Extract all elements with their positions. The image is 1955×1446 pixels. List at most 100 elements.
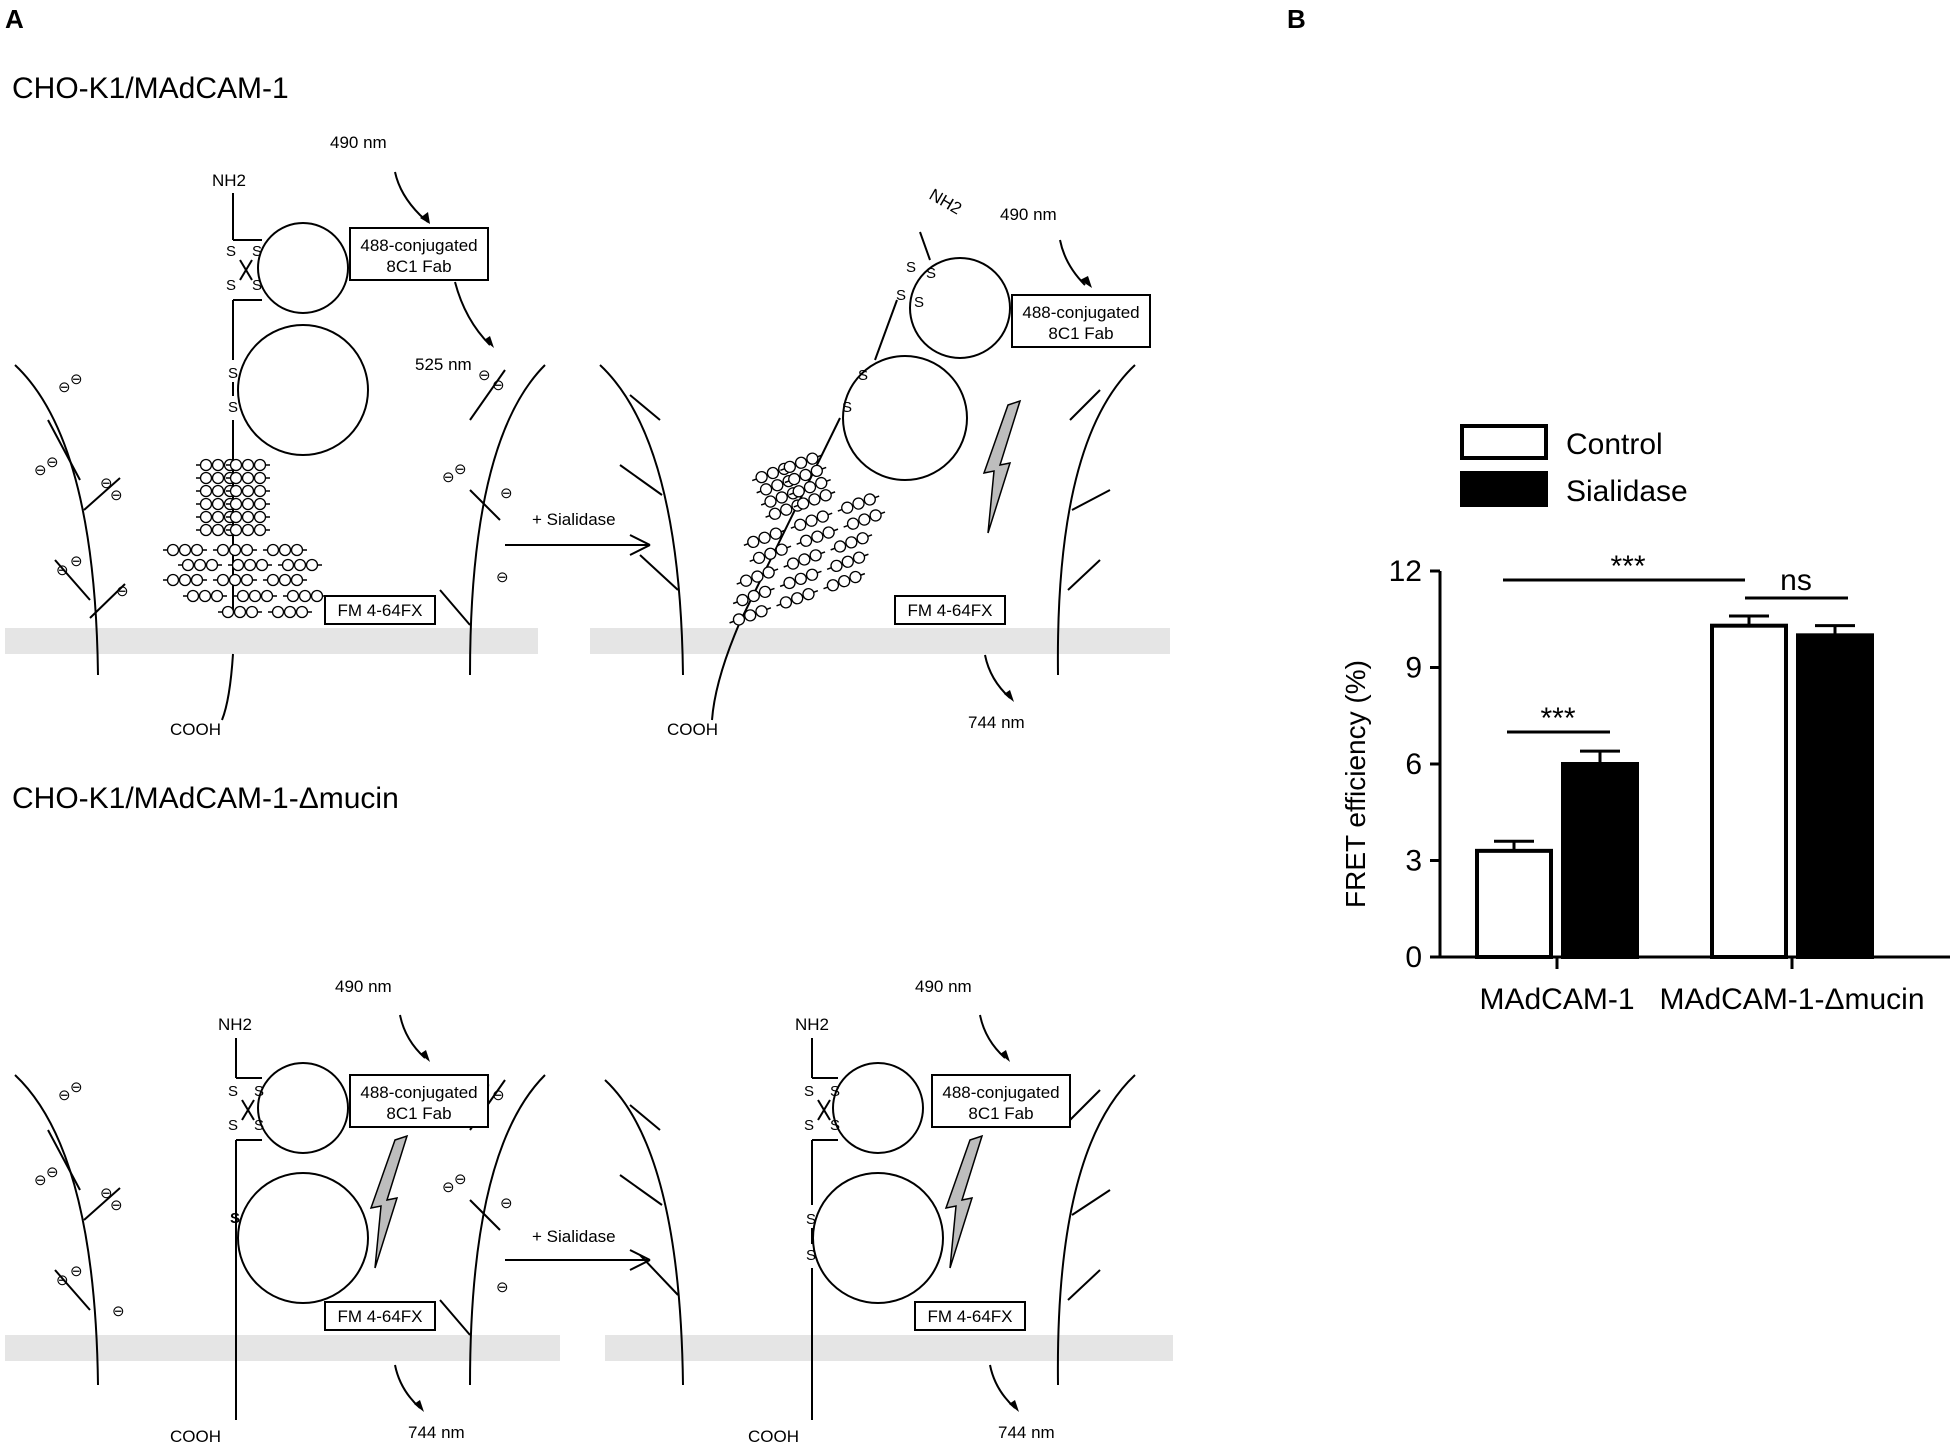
fab-label-line2: 8C1 Fab xyxy=(968,1104,1033,1123)
acceptor-label: FM 4-64FX xyxy=(337,1307,422,1326)
sulfur: S xyxy=(252,243,262,260)
charge: ⊖ xyxy=(46,454,59,471)
mechanism-diagram: CHO-K1/MAdCAM-1 CHO-K1/MAdCAM-1-Δmucin ⊖… xyxy=(5,72,1173,1446)
fab-label-line1: 488-conjugated xyxy=(942,1083,1059,1102)
y-tick-label: 3 xyxy=(1405,845,1422,878)
sulfur: S xyxy=(226,243,236,260)
scene-bottom-after: NH2 490 nm 488-conjugated 8C1 Fab S S S … xyxy=(604,977,1136,1446)
charge: ⊖ xyxy=(496,1279,509,1296)
sulfur: S xyxy=(252,277,262,294)
cooh-label: COOH xyxy=(667,720,718,739)
sulfur: S xyxy=(830,1117,840,1134)
y-axis-label: FRET efficiency (%) xyxy=(1340,660,1371,908)
x-axis: MAdCAM-1 MAdCAM-1-Δmucin xyxy=(1440,955,1950,1016)
nh2-label: NH2 xyxy=(218,1015,252,1034)
legend-label-sialidase: Sialidase xyxy=(1566,475,1688,508)
legend-swatch-sialidase xyxy=(1460,471,1548,507)
charge: ⊖ xyxy=(496,569,509,586)
scene-top-before: ⊖ ⊖ ⊖ ⊖ ⊖ ⊖ ⊖ ⊖ ⊖ ⊖ ⊖ ⊖ ⊖ ⊖ ⊖ NH2 490 nm… xyxy=(14,133,546,739)
sulfur: S xyxy=(228,1083,238,1100)
legend-label-control: Control xyxy=(1566,428,1663,461)
top-title: CHO-K1/MAdCAM-1 xyxy=(12,72,289,105)
bar-sialidase-1 xyxy=(1561,762,1639,959)
y-tick-label: 12 xyxy=(1389,555,1422,588)
membrane-bottom-left xyxy=(5,1335,560,1361)
sulfur: S xyxy=(228,365,238,382)
acceptor-label: FM 4-64FX xyxy=(927,1307,1012,1326)
y-tick-label: 6 xyxy=(1405,748,1422,781)
bars xyxy=(1475,614,1874,960)
sulfur: S xyxy=(228,1117,238,1134)
x-tick-label: MAdCAM-1-Δmucin xyxy=(1659,983,1924,1016)
charge: ⊖ xyxy=(34,462,47,479)
bar-control-2 xyxy=(1710,623,1788,960)
sulfur: S xyxy=(804,1117,814,1134)
excitation-label: 490 nm xyxy=(915,977,972,996)
fab-label-line1: 488-conjugated xyxy=(360,236,477,255)
sulfur: S xyxy=(830,1083,840,1100)
donor-emission-label: 525 nm xyxy=(415,355,472,374)
significance-annotations: ******ns xyxy=(1503,550,1848,735)
charge: ⊖ xyxy=(100,475,113,492)
excitation-label: 490 nm xyxy=(1000,205,1057,224)
sulfur: S xyxy=(858,367,868,384)
cooh-label: COOH xyxy=(170,720,221,739)
nh2-label: NH2 xyxy=(926,185,965,218)
scene-bottom-before: ⊖ ⊖ ⊖ ⊖ ⊖ ⊖ ⊖ ⊖ ⊖ ⊖ ⊖ ⊖ ⊖ ⊖ ⊖ NH2 490 nm… xyxy=(14,977,546,1446)
nh2-label: NH2 xyxy=(795,1015,829,1034)
charge: ⊖ xyxy=(492,377,505,394)
sulfur: S xyxy=(254,1117,264,1134)
fab-label-line1: 488-conjugated xyxy=(1022,303,1139,322)
sulfur: S xyxy=(806,1247,816,1264)
treatment-label-bottom: + Sialidase xyxy=(532,1227,616,1246)
membrane-bottom-right xyxy=(605,1335,1173,1361)
nh2-label: NH2 xyxy=(212,171,246,190)
sulfur: S xyxy=(228,399,238,416)
sulfur: S xyxy=(926,265,936,282)
bar-sialidase-2 xyxy=(1796,633,1874,959)
charge: ⊖ xyxy=(46,1164,59,1181)
charge: ⊖ xyxy=(500,485,513,502)
panel-label-a: A xyxy=(5,4,24,34)
charge: ⊖ xyxy=(454,461,467,478)
sulfur: S xyxy=(230,1210,240,1227)
cooh-label: COOH xyxy=(748,1427,799,1446)
charge: ⊖ xyxy=(58,1087,71,1104)
charge: ⊖ xyxy=(70,371,83,388)
y-tick-label: 9 xyxy=(1405,652,1422,685)
charge: ⊖ xyxy=(34,1172,47,1189)
charge: ⊖ xyxy=(492,1087,505,1104)
x-tick-label: MAdCAM-1 xyxy=(1479,983,1634,1016)
charge: ⊖ xyxy=(442,469,455,486)
charge: ⊖ xyxy=(500,1195,513,1212)
treatment-label-top: + Sialidase xyxy=(532,510,616,529)
acceptor-label: FM 4-64FX xyxy=(907,601,992,620)
fab-label-line2: 8C1 Fab xyxy=(386,1104,451,1123)
scene-top-after: NH2 490 nm 488-conjugated 8C1 Fab S S S … xyxy=(599,185,1151,739)
charge: ⊖ xyxy=(70,553,83,570)
legend-swatch-control xyxy=(1460,424,1548,460)
significance-label: *** xyxy=(1540,702,1575,735)
charge: ⊖ xyxy=(70,1263,83,1280)
panel-label-b: B xyxy=(1287,4,1306,34)
fab-label-line2: 8C1 Fab xyxy=(386,257,451,276)
sulfur: S xyxy=(906,259,916,276)
charge: ⊖ xyxy=(478,367,491,384)
charge: ⊖ xyxy=(110,1197,123,1214)
charge: ⊖ xyxy=(70,1079,83,1096)
sulfur: S xyxy=(896,287,906,304)
charge: ⊖ xyxy=(454,1171,467,1188)
excitation-label: 490 nm xyxy=(330,133,387,152)
membrane-top-left xyxy=(5,628,538,654)
acceptor-emission-label: 744 nm xyxy=(968,713,1025,732)
fab-label-line1: 488-conjugated xyxy=(360,1083,477,1102)
sulfur: S xyxy=(804,1083,814,1100)
cooh-label: COOH xyxy=(170,1427,221,1446)
sulfur: S xyxy=(842,399,852,416)
sulfur: S xyxy=(226,277,236,294)
acceptor-label: FM 4-64FX xyxy=(337,601,422,620)
